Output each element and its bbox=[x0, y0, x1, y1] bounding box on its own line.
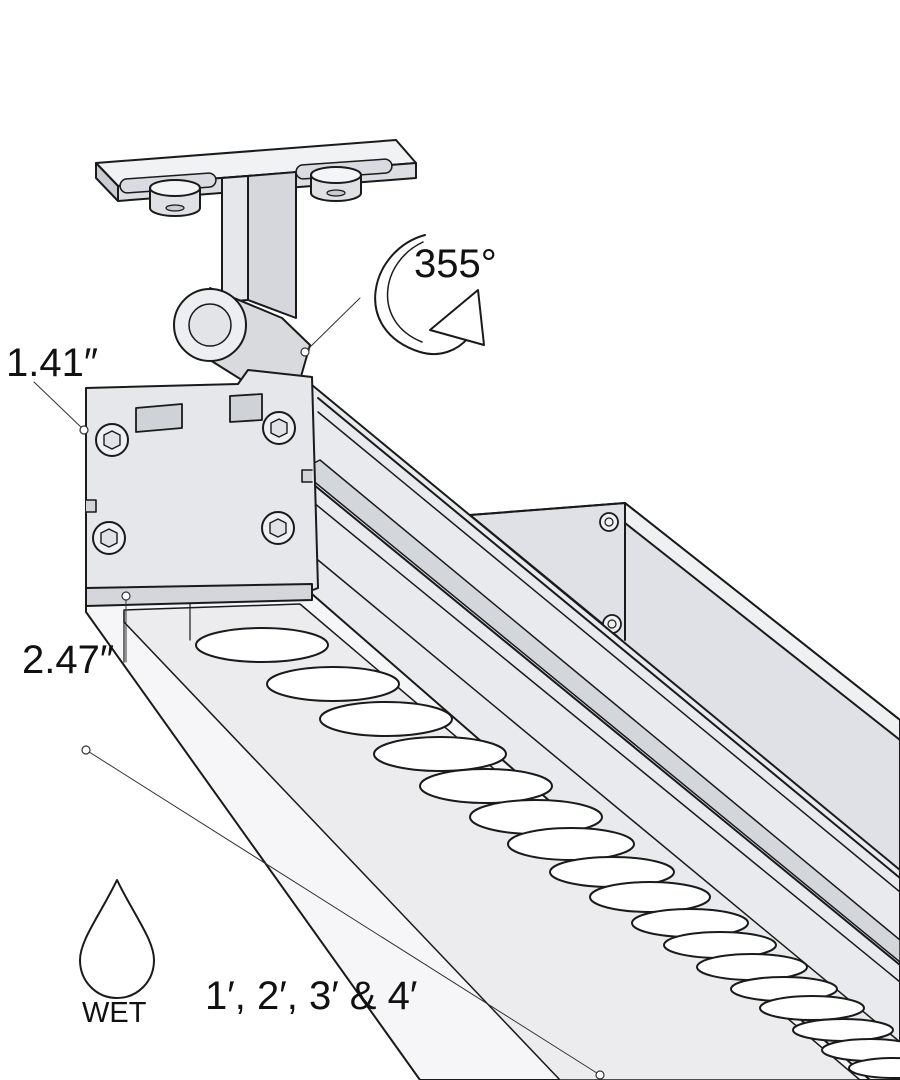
housing-body bbox=[85, 384, 900, 1080]
dimension-endpoints bbox=[79, 347, 605, 1080]
wet-rating-label: WET bbox=[82, 997, 147, 1029]
mounting-bolt-left bbox=[149, 179, 201, 217]
width-dimension-label: 2.47″ bbox=[22, 638, 115, 682]
rotation-arrow-icon bbox=[374, 234, 485, 356]
length-options-label: 1′, 2′, 3′ & 4′ bbox=[205, 974, 418, 1018]
swivel-joint bbox=[173, 287, 311, 383]
rotation-angle-label: 355° bbox=[414, 242, 497, 286]
end-cap-screws bbox=[92, 411, 296, 555]
dimension-lines bbox=[33, 297, 601, 1076]
water-drop-icon bbox=[79, 879, 155, 999]
mounting-stem bbox=[221, 171, 297, 319]
mounting-bolt-right bbox=[310, 166, 362, 202]
led-lens-array bbox=[195, 627, 900, 1079]
height-dimension-label: 1.41″ bbox=[6, 341, 99, 385]
end-cap bbox=[85, 369, 319, 607]
